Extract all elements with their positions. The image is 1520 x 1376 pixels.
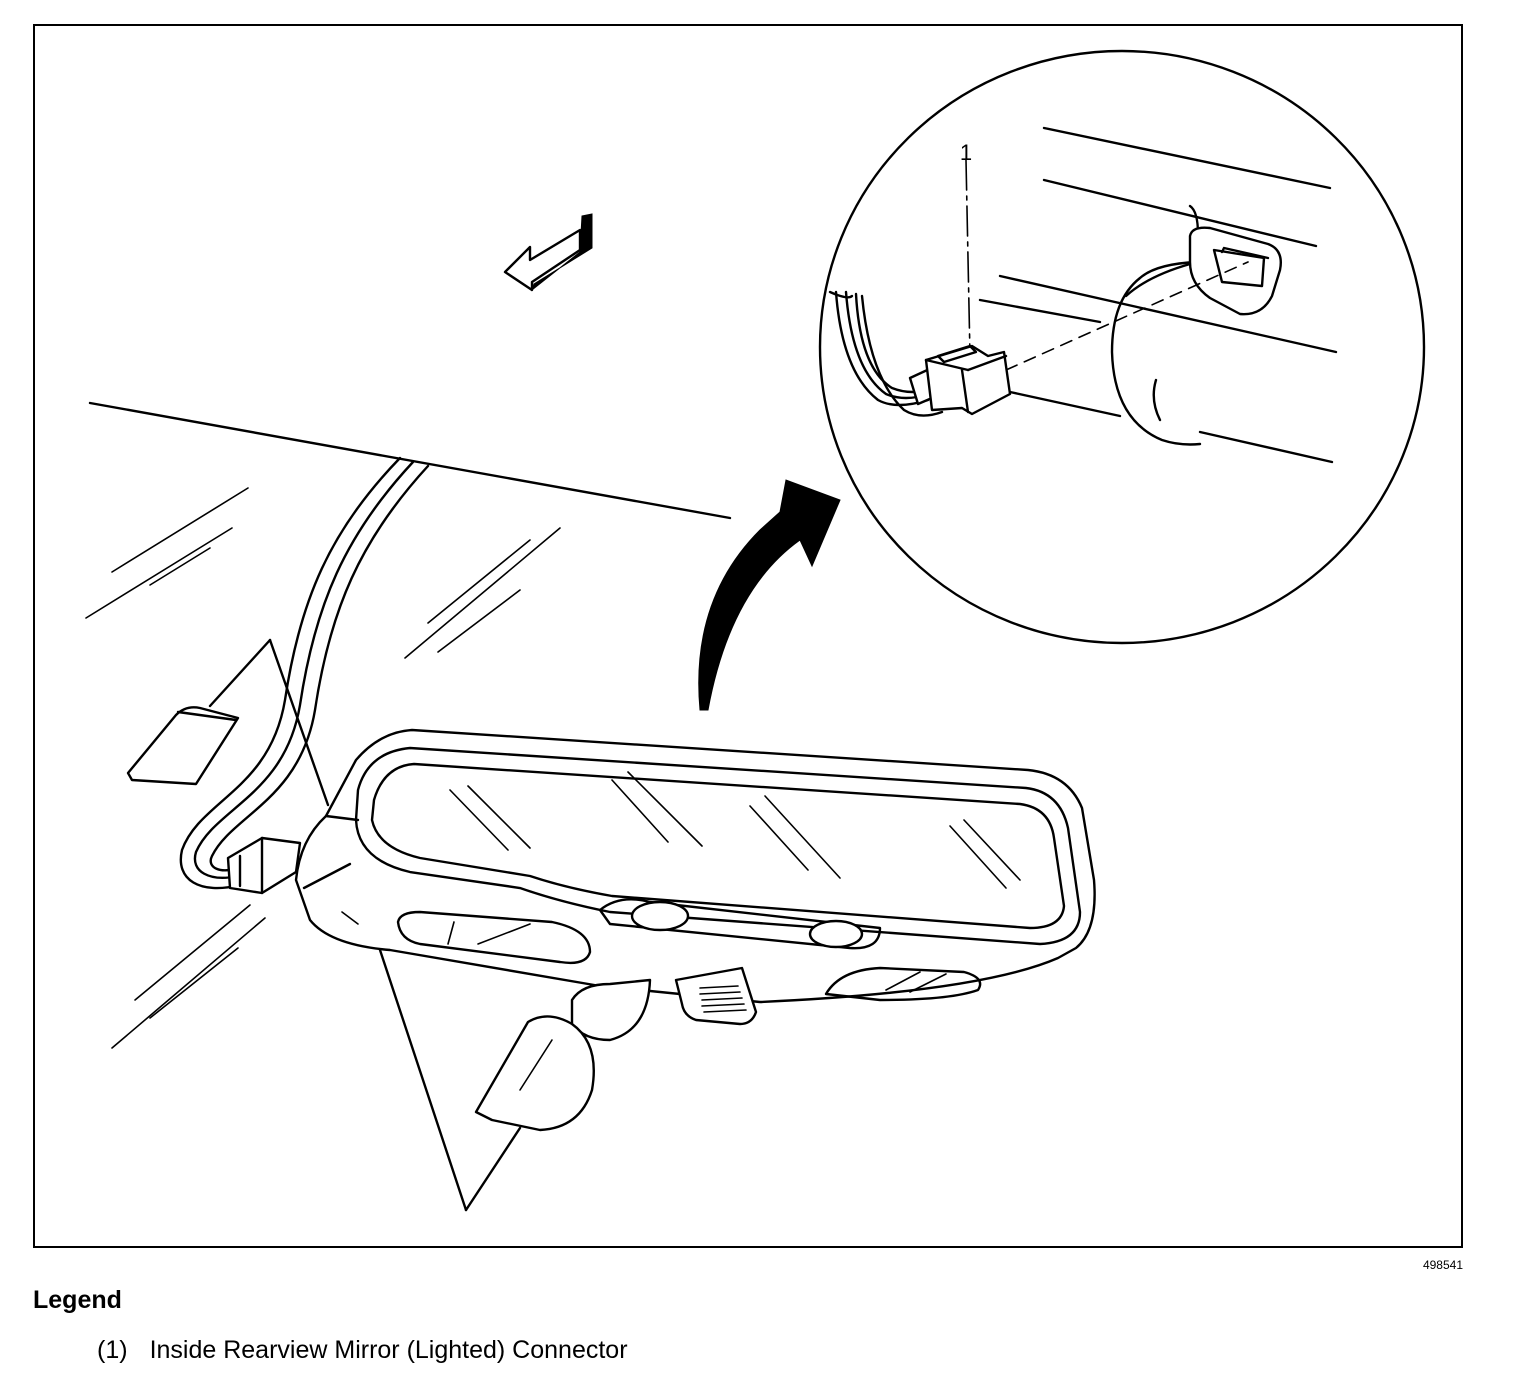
figure-frame (33, 24, 1463, 1248)
connector-detail-view: 1 (818, 49, 1426, 645)
mirror-wire-harness (179, 456, 430, 890)
windshield-glass-hatch (85, 487, 561, 1049)
inside-rearview-mirror (294, 728, 1096, 1132)
detail-callout-number: 1 (960, 140, 972, 165)
headliner-edge (88, 401, 732, 520)
harness-connector-small (226, 836, 302, 895)
legend-item: (1) Inside Rearview Mirror (Lighted) Con… (97, 1336, 628, 1365)
sensor-cover (126, 706, 240, 786)
legend-list: (1) Inside Rearview Mirror (Lighted) Con… (97, 1336, 628, 1365)
figure-id-number: 498541 (1422, 1258, 1463, 1272)
legend-item-text: Inside Rearview Mirror (Lighted) Connect… (149, 1336, 628, 1364)
callout-leader-lines (208, 638, 522, 1212)
forward-direction-arrow-icon (503, 213, 593, 292)
legend-item-number: (1) (97, 1336, 128, 1364)
detail-pointer-arrow-icon (698, 479, 841, 711)
legend-title: Legend (33, 1286, 122, 1314)
mirror-connector-illustration: 1 (85, 49, 1426, 1212)
